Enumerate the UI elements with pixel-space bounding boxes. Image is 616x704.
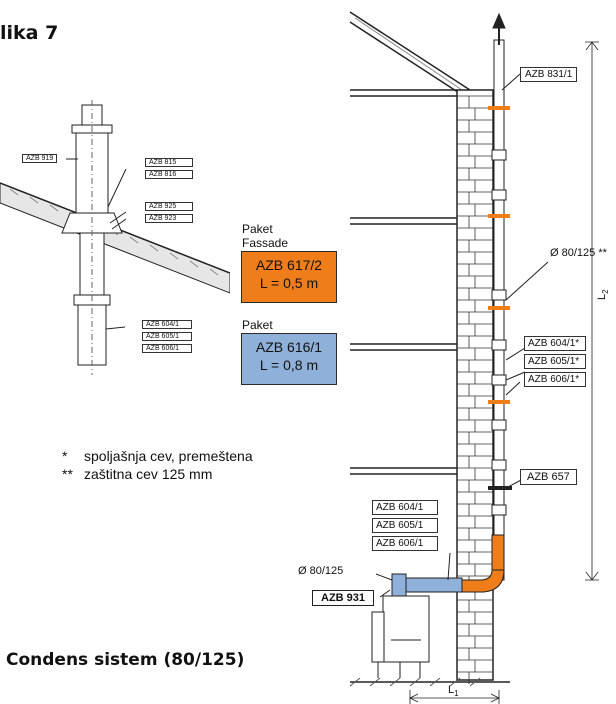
- label-azb-815: AZB 815: [145, 158, 193, 167]
- facade-drawing: [349, 11, 599, 704]
- label-azb-923: AZB 923: [145, 214, 193, 223]
- diagram-caption: Condens sistem (80/125): [6, 650, 245, 670]
- label-azb-604-1-star: AZB 604/1*: [524, 336, 586, 351]
- label-azb-919: AZB 919: [22, 154, 58, 163]
- footnote-1: *spoljašnja cev, premeštena: [62, 448, 253, 464]
- package-box: AZB 616/1 L = 0,8 m: [241, 333, 337, 385]
- label-azb-605-1-star: AZB 605/1*: [524, 354, 586, 369]
- package-length: L = 0,8 m: [259, 357, 319, 373]
- package-fassade-label: Paket Fassade: [242, 222, 289, 250]
- label-azb-816: AZB 816: [145, 170, 193, 179]
- figure-title: lika 7: [0, 22, 59, 44]
- package-fassade-name: AZB 617/2: [255, 257, 323, 273]
- label-azb-604-1-roof: AZB 604/1: [142, 320, 192, 329]
- footnote-2: **zaštitna cev 125 mm: [62, 466, 213, 482]
- label-azb-657: AZB 657: [520, 469, 577, 485]
- label-azb-605-1-roof: AZB 605/1: [142, 332, 192, 341]
- label-diameter-main: Ø 80/125 **: [550, 247, 607, 259]
- package-fassade-length: L = 0,5 m: [259, 275, 319, 291]
- dimension-l2: L2: [596, 289, 611, 300]
- package-name: AZB 616/1: [255, 339, 323, 355]
- label-azb-605-1: AZB 605/1: [372, 518, 438, 533]
- footnotes: *spoljašnja cev, premeštena **zaštitna c…: [62, 447, 253, 483]
- label-azb-604-1: AZB 604/1: [372, 500, 438, 515]
- label-diameter-horizontal: Ø 80/125: [298, 565, 344, 577]
- label-azb-606-1: AZB 606/1: [372, 536, 438, 551]
- label-azb-606-1-star: AZB 606/1*: [524, 372, 586, 387]
- label-azb-831-1: AZB 831/1: [520, 67, 578, 82]
- roof-detail-drawing: [0, 100, 230, 375]
- label-azb-931: AZB 931: [312, 590, 375, 606]
- label-azb-925: AZB 925: [145, 202, 193, 211]
- dimension-l1: L1: [448, 684, 459, 699]
- package-fassade-box: AZB 617/2 L = 0,5 m: [241, 251, 337, 303]
- package-label: Paket: [242, 318, 273, 332]
- label-azb-606-1-roof: AZB 606/1: [142, 344, 192, 353]
